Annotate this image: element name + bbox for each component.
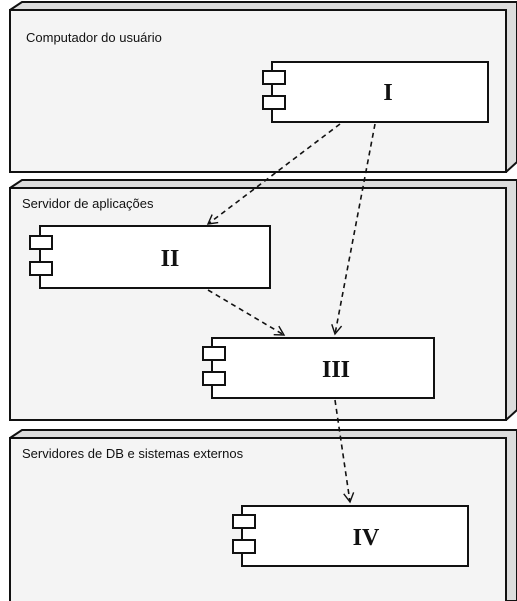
- node-app-server-label: Servidor de aplicações: [22, 196, 154, 211]
- component-II-label: II: [161, 246, 180, 272]
- component-IV-port-top: [232, 514, 256, 529]
- component-II-port-bottom: [29, 261, 53, 276]
- component-I-label: I: [383, 80, 392, 106]
- component-I: I: [262, 61, 489, 123]
- component-IV-port-bottom: [232, 539, 256, 554]
- component-III-box: [211, 337, 435, 399]
- component-I-port-bottom: [262, 95, 286, 110]
- dependency-arrows: [206, 123, 376, 504]
- component-IV: IV: [232, 505, 469, 567]
- component-III: III: [202, 337, 435, 399]
- component-III-label: III: [322, 357, 350, 383]
- component-IV-box: [241, 505, 469, 567]
- component-III-port-bottom: [202, 371, 226, 386]
- component-II: II: [29, 225, 271, 289]
- node-user-computer-label: Computador do usuário: [26, 30, 162, 45]
- node-db-servers-label: Servidores de DB e sistemas externos: [22, 446, 244, 461]
- component-II-box: [39, 225, 271, 289]
- dependency-arrow-II-III: [207, 289, 286, 336]
- component-II-port-top: [29, 235, 53, 250]
- dependency-arrow-III-IV: [334, 399, 355, 504]
- component-III-port-top: [202, 346, 226, 361]
- dependency-arrow-I-II: [206, 123, 341, 225]
- component-I-box: [271, 61, 489, 123]
- component-I-port-top: [262, 70, 286, 85]
- component-IV-label: IV: [353, 525, 380, 551]
- node-user-computer: Computador do usuário: [9, 1, 517, 173]
